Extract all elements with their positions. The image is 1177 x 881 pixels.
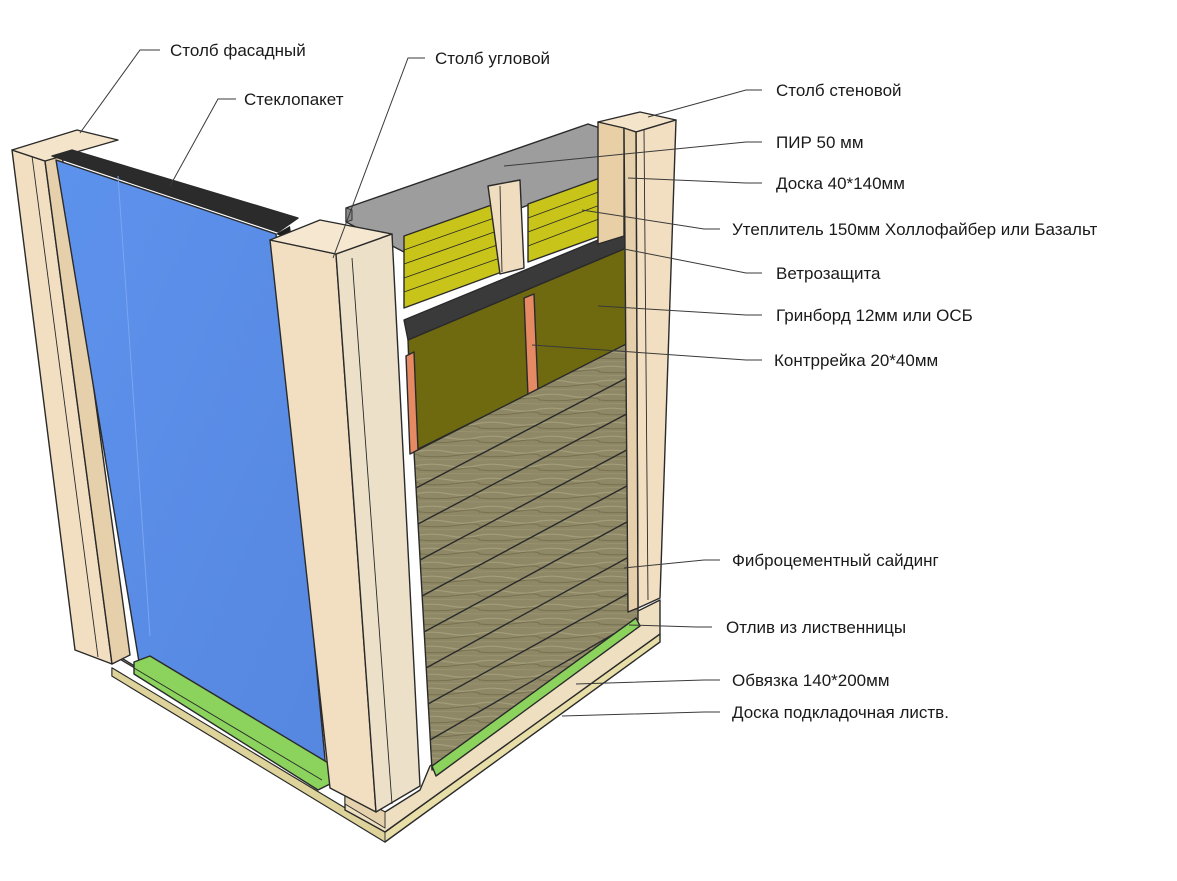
label-insulation: Утеплитель 150мм Холлофайбер или Базальт xyxy=(732,220,1097,239)
label-drip: Отлив из лиственницы xyxy=(726,618,906,637)
label-frame-beam: Обвязка 140*200мм xyxy=(732,671,890,690)
glass-unit xyxy=(51,149,327,771)
label-glass-unit: Стеклопакет xyxy=(244,90,344,109)
leader-drip xyxy=(628,624,712,628)
post-wall xyxy=(597,111,677,613)
label-post-facade: Столб фасадный xyxy=(170,41,306,60)
label-post-wall: Столб стеновой xyxy=(776,81,902,100)
label-base-board: Доска подкладочная листв. xyxy=(732,703,949,722)
leader-lines xyxy=(79,49,762,717)
leader-post-facade xyxy=(79,49,160,134)
siding xyxy=(413,337,639,771)
leader-post-wall xyxy=(647,89,762,118)
leader-glass-unit xyxy=(169,98,236,187)
leader-siding xyxy=(623,559,720,569)
leader-greenboard xyxy=(597,305,762,316)
leader-frame-beam xyxy=(575,679,720,685)
drip-right xyxy=(431,617,641,777)
label-siding: Фиброцементный сайдинг xyxy=(732,551,939,570)
leader-board xyxy=(627,177,762,184)
leader-post-corner xyxy=(332,57,425,259)
leader-counter-batten xyxy=(531,344,762,361)
label-pir: ПИР 50 мм xyxy=(776,133,864,152)
label-wind-barrier: Ветрозащита xyxy=(776,264,881,283)
leader-wind-barrier xyxy=(623,248,762,274)
label-post-corner: Столб угловой xyxy=(435,49,550,68)
post-corner xyxy=(269,219,421,813)
post-facade xyxy=(11,129,131,665)
leader-pir xyxy=(503,141,762,167)
leader-insulation xyxy=(581,209,720,230)
labels: Столб фасадный Стеклопакет Столб угловой… xyxy=(170,41,1097,722)
leader-base-board xyxy=(561,711,720,717)
label-counter-batten: Контррейка 20*40мм xyxy=(774,351,938,370)
label-board: Доска 40*140мм xyxy=(776,174,905,193)
label-greenboard: Гринборд 12мм или ОСБ xyxy=(776,306,973,325)
